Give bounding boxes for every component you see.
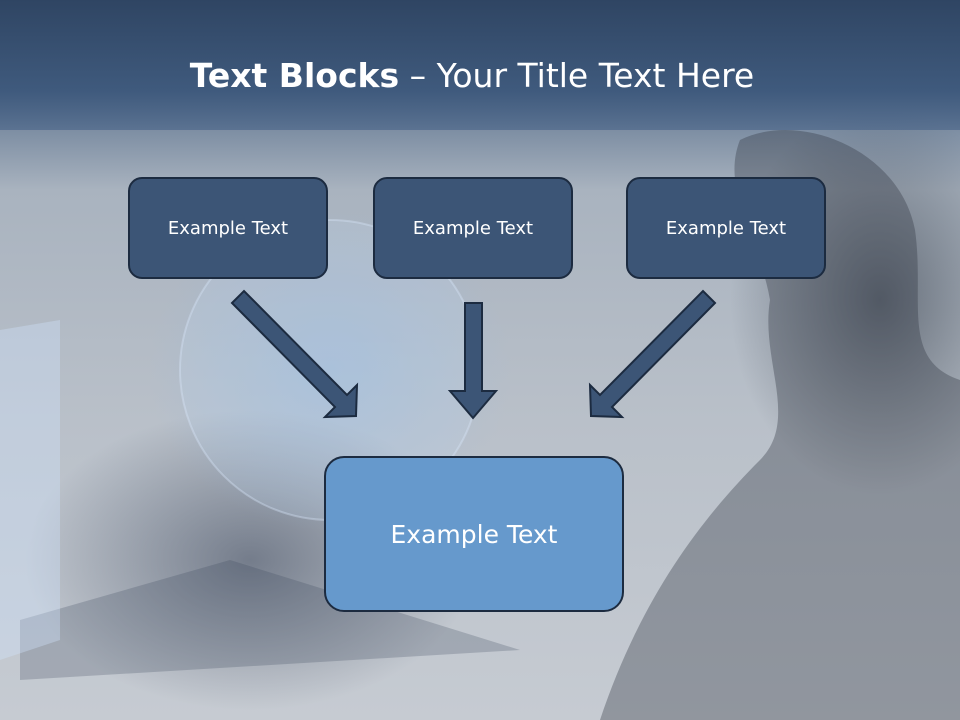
slide-title: Text Blocks – Your Title Text Here bbox=[0, 56, 944, 96]
screen-glow bbox=[0, 320, 60, 660]
laptop-shape bbox=[20, 560, 520, 680]
text-block-3: Example Text bbox=[626, 177, 826, 279]
text-block-2: Example Text bbox=[373, 177, 573, 279]
title-dash: – bbox=[399, 56, 437, 95]
main-text-block-label: Example Text bbox=[390, 519, 558, 549]
title-rest: Your Title Text Here bbox=[436, 56, 755, 95]
arrow-left-icon bbox=[230, 289, 359, 419]
text-block-1: Example Text bbox=[128, 177, 328, 279]
text-block-3-label: Example Text bbox=[665, 217, 787, 239]
arrow-down-icon bbox=[447, 302, 499, 420]
title-bar bbox=[0, 0, 960, 130]
text-block-1-label: Example Text bbox=[167, 217, 289, 239]
text-block-2-label: Example Text bbox=[412, 217, 534, 239]
person-silhouette bbox=[600, 130, 960, 720]
arrow-right-icon bbox=[588, 289, 717, 419]
main-text-block: Example Text bbox=[324, 456, 624, 612]
title-bold: Text Blocks bbox=[189, 56, 400, 95]
